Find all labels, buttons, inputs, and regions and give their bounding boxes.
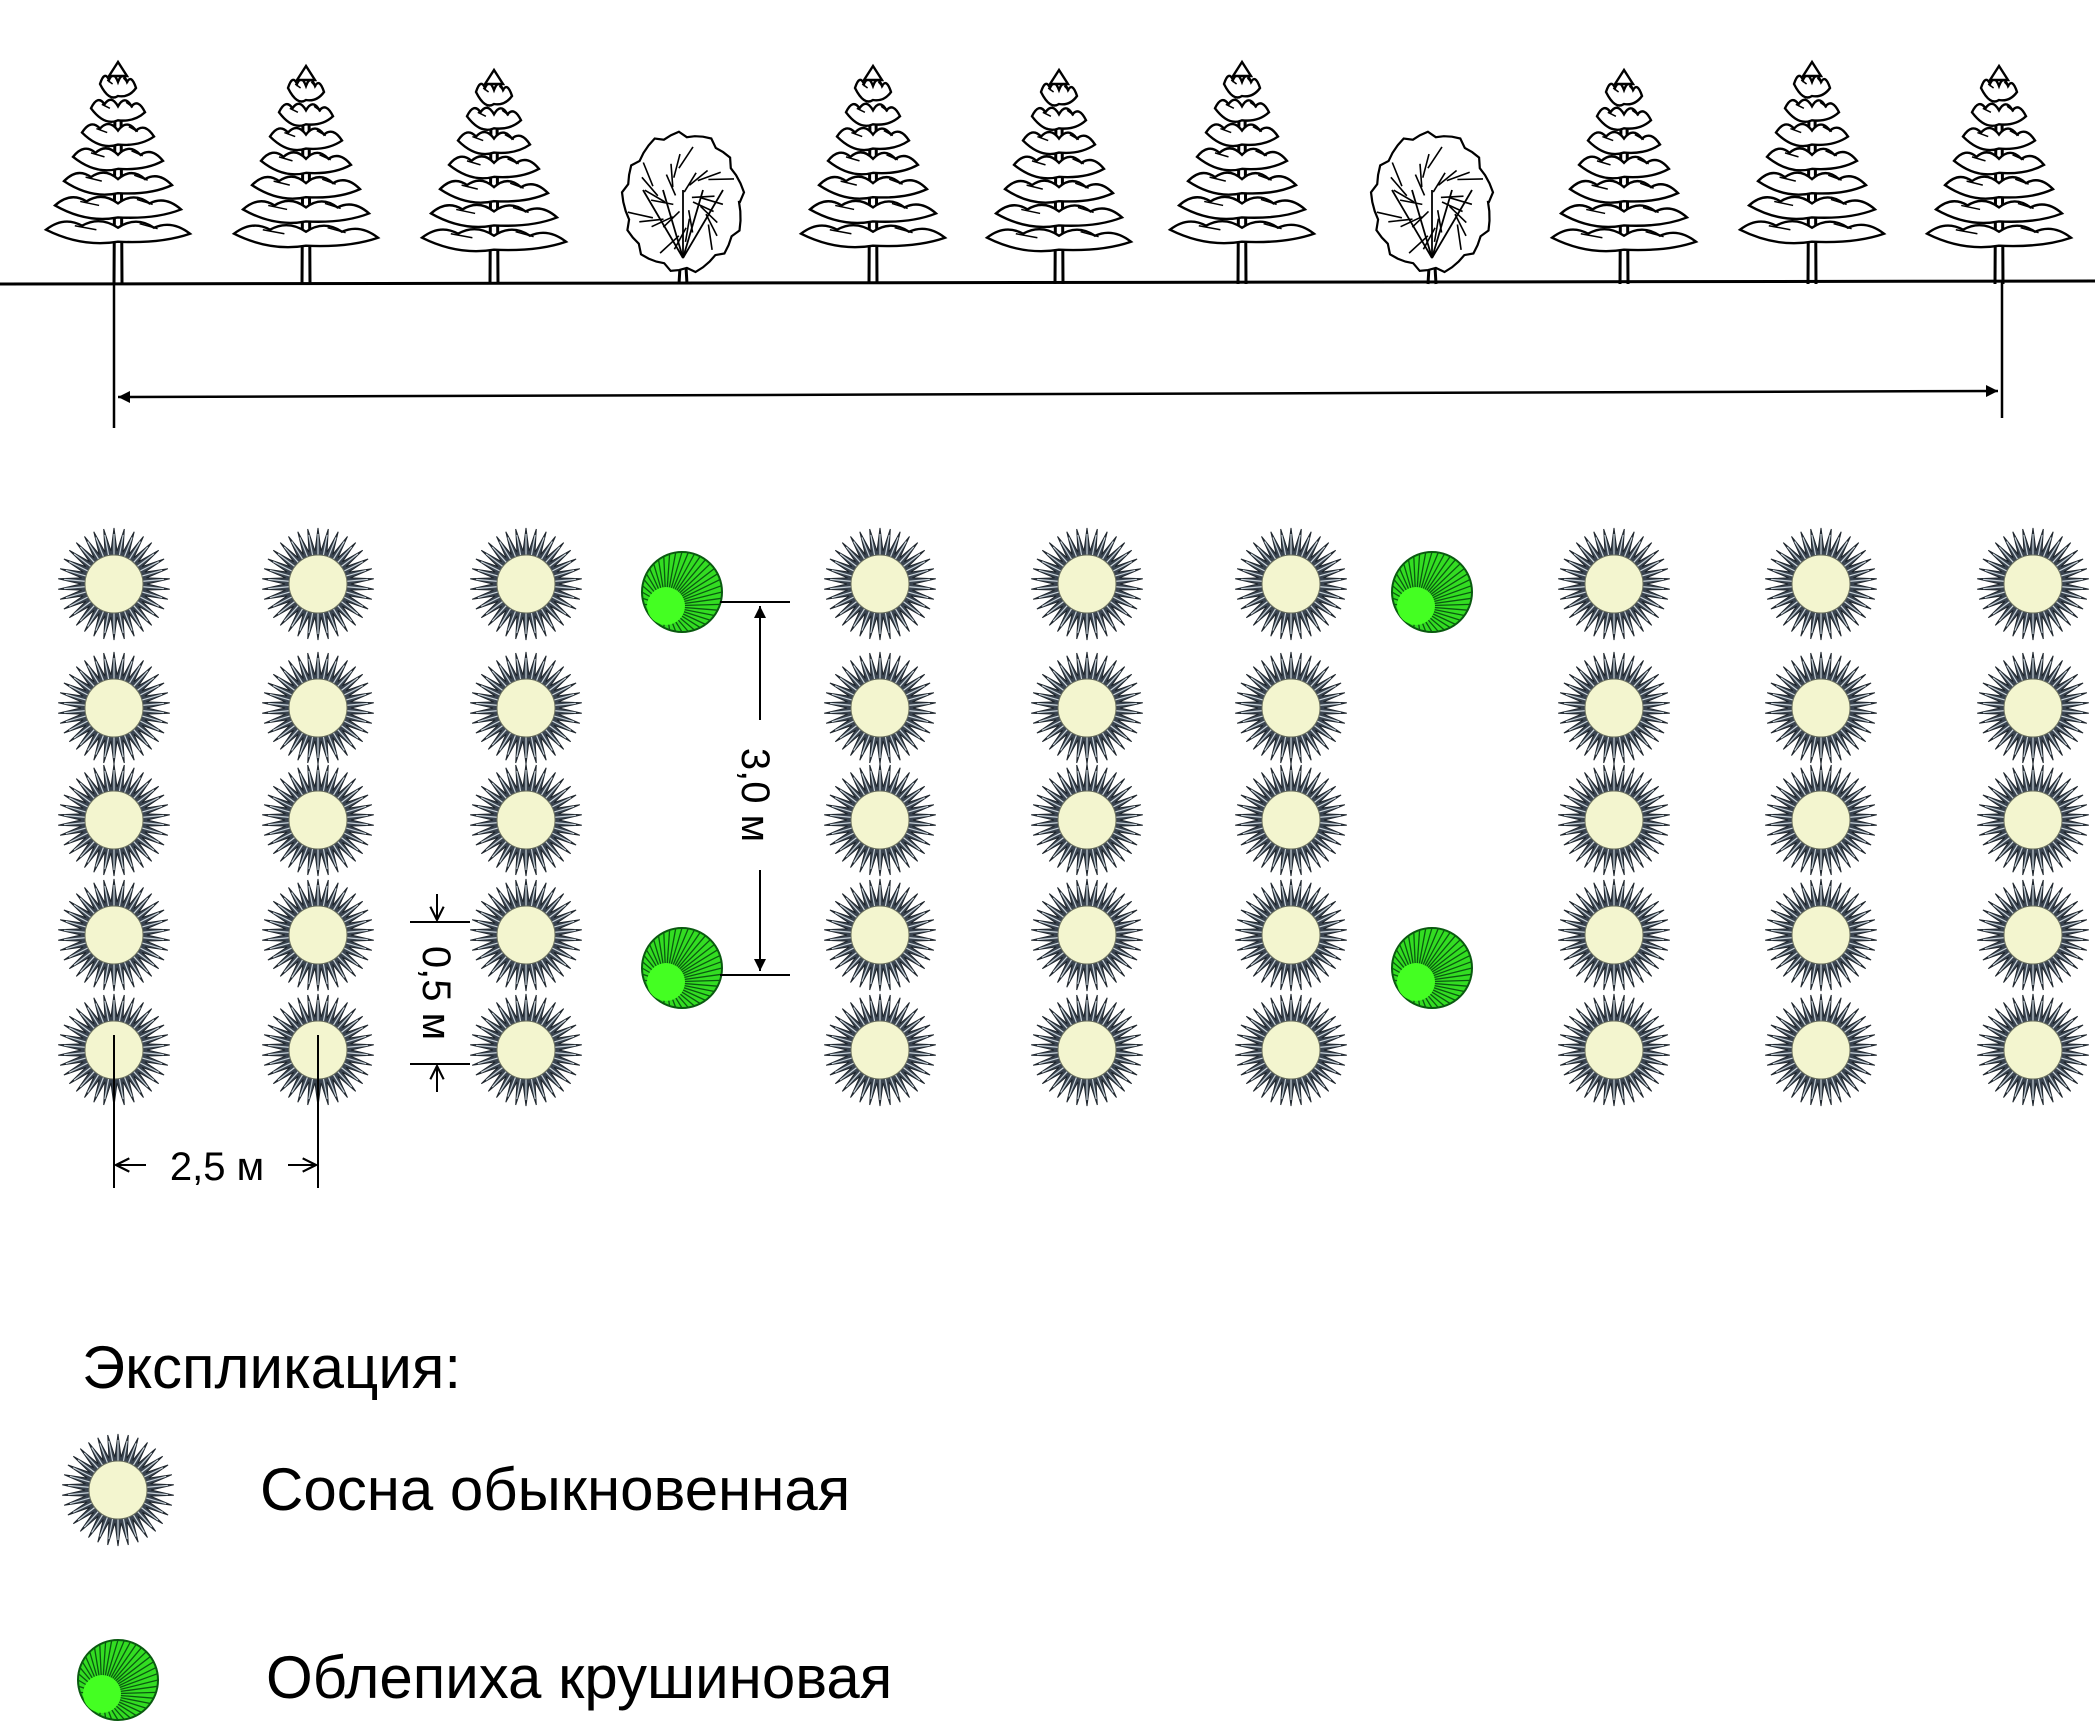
plant-spacing-dimension: 0,5 м (410, 894, 470, 1092)
pine-symbol-icon (824, 878, 936, 992)
tree-profile-section (43, 59, 2074, 285)
pine-symbol-icon (1558, 878, 1670, 992)
profile-pine-tree (1549, 67, 1699, 285)
profile-pine-tree (1924, 63, 2074, 285)
pine-symbol-icon (470, 527, 582, 641)
profile-buckthorn-shrub (620, 130, 746, 285)
pine-symbol-icon (1031, 527, 1143, 641)
pine-symbol-icon (262, 878, 374, 992)
pine-symbol-icon (824, 763, 936, 877)
profile-pine-tree (1737, 59, 1887, 285)
pine-symbol-icon (1235, 878, 1347, 992)
pine-symbol-icon (1031, 878, 1143, 992)
ground-line (0, 279, 2095, 286)
pine-symbol-icon (1558, 763, 1670, 877)
pine-symbol-icon (824, 993, 936, 1107)
pine-symbol-icon (824, 651, 936, 765)
pine-symbol-icon (58, 527, 170, 641)
pine-symbol-icon (262, 763, 374, 877)
pine-symbol-icon (1031, 993, 1143, 1107)
pine-symbol-icon (1235, 527, 1347, 641)
plant-spacing-label: 0,5 м (414, 946, 458, 1040)
planting-plan (58, 527, 2089, 1107)
pine-symbol-icon (58, 878, 170, 992)
legend-pine-label: Сосна обыкновенная (260, 1456, 851, 1523)
pine-symbol-icon (1558, 651, 1670, 765)
pine-symbol-icon (1031, 651, 1143, 765)
row-spacing-dimension: 2,5 м (113, 1035, 319, 1189)
legend-pine-symbol-icon (62, 1433, 174, 1547)
pine-symbol-icon (1977, 527, 2089, 641)
profile-width-dimension (112, 281, 2004, 428)
legend-buckthorn-label: Облепиха крушиновая (266, 1644, 893, 1711)
pine-symbol-icon (1235, 993, 1347, 1107)
buckthorn-spacing-dimension: 3,0 м (720, 601, 790, 976)
pine-symbol-icon (1765, 527, 1877, 641)
buckthorn-symbol-icon (1391, 927, 1473, 1009)
pine-symbol-icon (1977, 651, 2089, 765)
pine-symbol-icon (1558, 527, 1670, 641)
pine-symbol-icon (1235, 651, 1347, 765)
legend-symbols (62, 1433, 174, 1721)
pine-symbol-icon (824, 527, 936, 641)
buckthorn-spacing-label: 3,0 м (733, 748, 777, 842)
profile-buckthorn-shrub (1369, 130, 1495, 285)
profile-pine-tree (419, 67, 569, 285)
buckthorn-symbol-icon (1391, 551, 1473, 633)
row-spacing-label: 2,5 м (170, 1145, 264, 1189)
pine-symbol-icon (1235, 763, 1347, 877)
pine-symbol-icon (58, 763, 170, 877)
buckthorn-symbol-icon (641, 927, 723, 1009)
pine-symbol-icon (58, 651, 170, 765)
pine-symbol-icon (1977, 878, 2089, 992)
pine-symbol-icon (1977, 763, 2089, 877)
pine-symbol-icon (262, 527, 374, 641)
profile-pine-tree (231, 63, 381, 285)
pine-symbol-icon (1765, 651, 1877, 765)
pine-symbol-icon (1977, 993, 2089, 1107)
profile-pine-tree (984, 67, 1134, 285)
profile-pine-tree (798, 63, 948, 285)
pine-symbol-icon (470, 878, 582, 992)
buckthorn-symbol-icon (641, 551, 723, 633)
pine-symbol-icon (470, 763, 582, 877)
profile-pine-tree (43, 59, 193, 285)
legend-title: Экспликация: (82, 1334, 462, 1401)
profile-pine-tree (1167, 59, 1317, 285)
pine-symbol-icon (262, 651, 374, 765)
pine-symbol-icon (1031, 763, 1143, 877)
pine-symbol-icon (1765, 878, 1877, 992)
legend-buckthorn-symbol-icon (77, 1639, 159, 1721)
pine-symbol-icon (470, 993, 582, 1107)
pine-symbol-icon (1558, 993, 1670, 1107)
pine-symbol-icon (1765, 993, 1877, 1107)
pine-symbol-icon (470, 651, 582, 765)
pine-symbol-icon (1765, 763, 1877, 877)
